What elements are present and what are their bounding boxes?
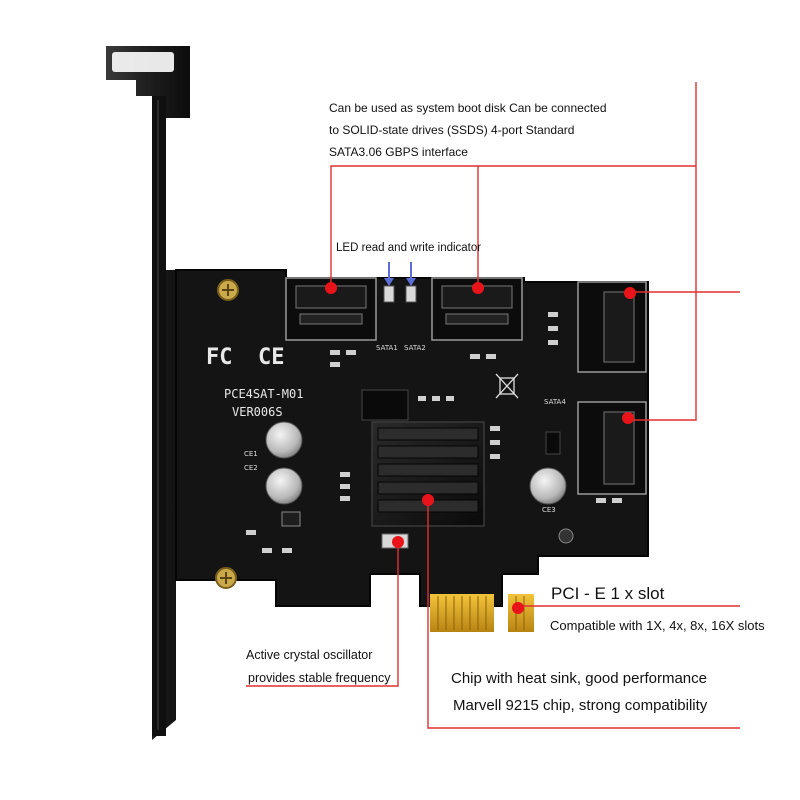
cap-label-ce3: CE3 [542, 506, 556, 514]
heat-sink-text-line-2: Marvell 9215 chip, strong compatibility [453, 697, 708, 714]
board-model: PCE4SAT-M01 [224, 387, 303, 401]
ce-mark: CE [258, 345, 285, 370]
callout-dots [325, 282, 636, 614]
led-indicator-label: LED read and write indicator [336, 242, 482, 254]
boot-disk-text-line-3: SATA3.06 GBPS interface [329, 145, 468, 159]
port-label-sata4: SATA4 [544, 398, 566, 406]
board-version: VER006S [232, 405, 283, 419]
oscillator-text-line-2: provides stable frequency [248, 671, 391, 685]
heat-sink-text-line-1: Chip with heat sink, good performance [451, 670, 707, 687]
led-indicator-arrows [384, 262, 416, 286]
metal-bracket [106, 46, 190, 740]
cap-label-ce2: CE2 [244, 464, 258, 472]
oscillator-text-line-1: Active crystal oscillator [246, 648, 373, 662]
weee-icon [495, 373, 519, 399]
pci-slot-compat: Compatible with 1X, 4x, 8x, 16X slots [550, 618, 765, 633]
pci-slot-title: PCI - E 1 x slot [551, 584, 665, 603]
cap-label-ce1: CE1 [244, 450, 258, 458]
callout-lines [246, 82, 740, 729]
boot-disk-text-line-1: Can be used as system boot disk Can be c… [329, 101, 607, 115]
fc-mark: FC [206, 345, 233, 370]
pcb-board: FC CE PCE4SAT-M01 VER006S SATA1 SATA2 SA… [175, 269, 649, 632]
port-label-sata1: SATA1 [376, 344, 398, 352]
boot-disk-text-line-2: to SOLID-state drives (SSDS) 4-port Stan… [329, 123, 575, 137]
port-label-sata2: SATA2 [404, 344, 426, 352]
